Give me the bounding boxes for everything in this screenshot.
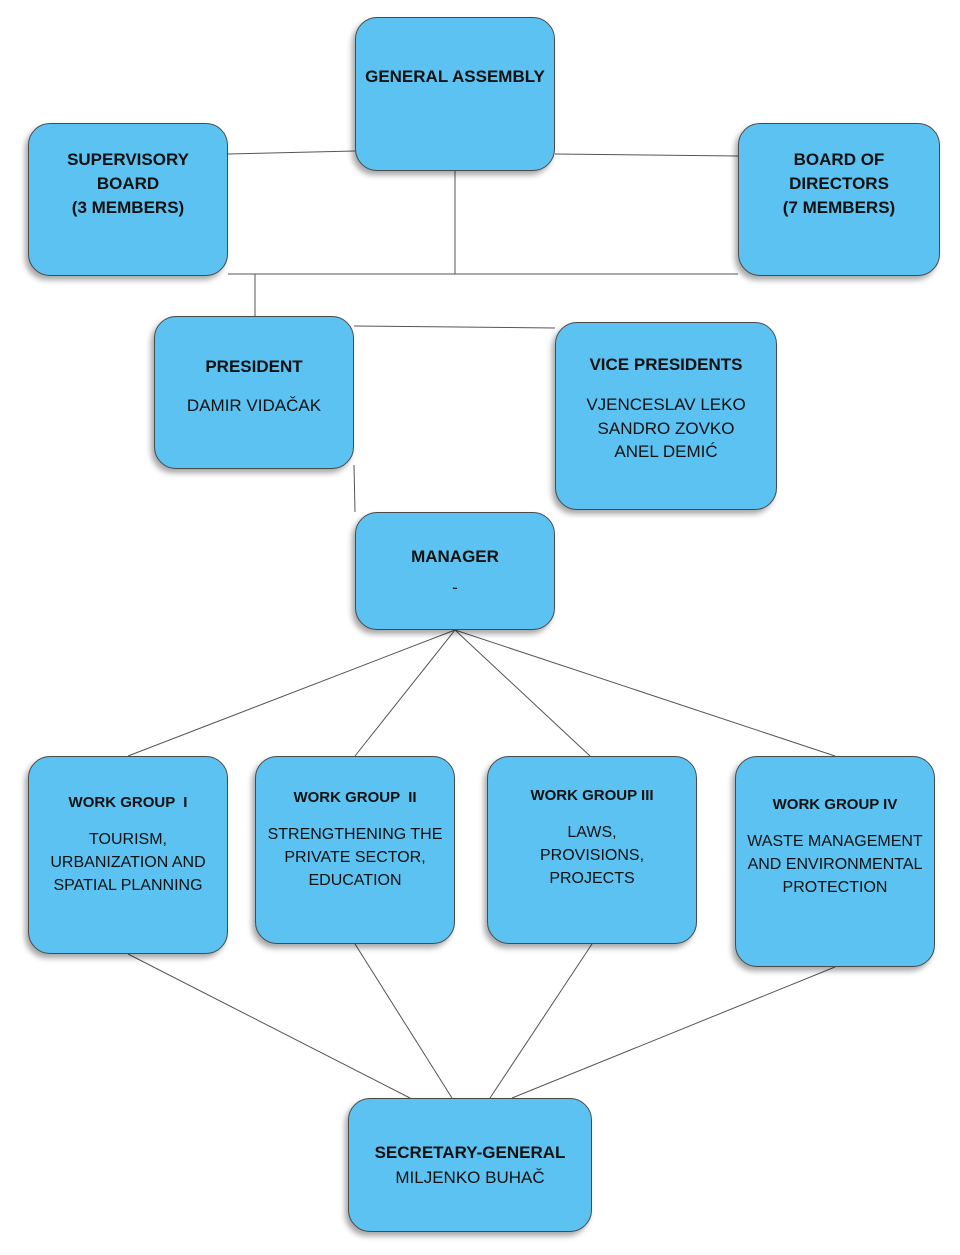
work-group-4-title: WORK GROUP IV xyxy=(772,796,898,813)
vice-president-name: ANEL DEMIĆ xyxy=(614,442,718,462)
work-group-1-box: WORK GROUP I TOURISM, URBANIZATION AND S… xyxy=(28,756,228,954)
president-name: DAMIR VIDAČAK xyxy=(186,395,322,415)
connector-line xyxy=(454,629,591,757)
board-of-directors-title: BOARD OF DIRECTORS xyxy=(789,150,889,193)
manager-title: MANAGER xyxy=(411,547,499,566)
supervisory-board-box: SUPERVISORY BOARD (3 MEMBERS) xyxy=(28,123,228,276)
manager-box: MANAGER - xyxy=(355,512,555,630)
work-group-2-description: STRENGTHENING THE PRIVATE SECTOR, EDUCAT… xyxy=(267,825,443,890)
connector-line xyxy=(489,943,593,1099)
connector-line xyxy=(511,966,836,1099)
work-group-1-title: WORK GROUP I xyxy=(68,794,188,811)
connector-line xyxy=(354,629,456,757)
work-group-1-description: TOURISM, URBANIZATION AND SPATIAL PLANNI… xyxy=(50,830,206,895)
work-group-3-title: WORK GROUP III xyxy=(530,787,654,804)
work-group-3-description: LAWS, PROVISIONS, PROJECTS xyxy=(539,823,645,888)
president-box: PRESIDENT DAMIR VIDAČAK xyxy=(154,316,354,469)
connector-line xyxy=(227,150,356,155)
work-group-2-box: WORK GROUP II STRENGTHENING THE PRIVATE … xyxy=(255,756,455,944)
connector-line xyxy=(354,943,453,1099)
connector-line xyxy=(127,953,411,1099)
secretary-general-name: MILJENKO BUHAČ xyxy=(395,1167,545,1187)
work-group-2-title: WORK GROUP II xyxy=(293,789,417,806)
work-group-3-box: WORK GROUP III LAWS, PROVISIONS, PROJECT… xyxy=(487,756,697,944)
general-assembly-title: GENERAL ASSEMBLY xyxy=(365,67,545,86)
supervisory-board-title: SUPERVISORY BOARD xyxy=(67,150,189,193)
board-of-directors-box: BOARD OF DIRECTORS (7 MEMBERS) xyxy=(738,123,940,276)
connector-line xyxy=(353,325,556,329)
connector-line xyxy=(353,464,356,513)
secretary-general-title: SECRETARY-GENERAL xyxy=(374,1143,566,1162)
work-group-4-box: WORK GROUP IV WASTE MANAGEMENT AND ENVIR… xyxy=(735,756,935,967)
secretary-general-box: SECRETARY-GENERAL MILJENKO BUHAČ xyxy=(348,1098,592,1232)
vice-president-name: VJENCESLAV LEKO xyxy=(586,394,746,414)
vice-president-names: VJENCESLAV LEKO SANDRO ZOVKO ANEL DEMIĆ xyxy=(564,393,768,464)
vice-presidents-box: VICE PRESIDENTS VJENCESLAV LEKO SANDRO Z… xyxy=(555,322,777,510)
vice-presidents-title: VICE PRESIDENTS xyxy=(589,355,743,374)
connector-line xyxy=(127,629,456,757)
supervisory-board-members: (3 MEMBERS) xyxy=(71,197,185,217)
president-title: PRESIDENT xyxy=(205,357,303,376)
work-group-4-description: WASTE MANAGEMENT AND ENVIRONMENTAL PROTE… xyxy=(747,832,923,897)
general-assembly-box: GENERAL ASSEMBLY xyxy=(355,17,555,171)
board-of-directors-members: (7 MEMBERS) xyxy=(782,197,896,217)
manager-name: - xyxy=(452,577,458,597)
connector-line xyxy=(454,629,836,757)
vice-president-name: SANDRO ZOVKO xyxy=(597,418,735,438)
connector-line xyxy=(554,153,739,157)
